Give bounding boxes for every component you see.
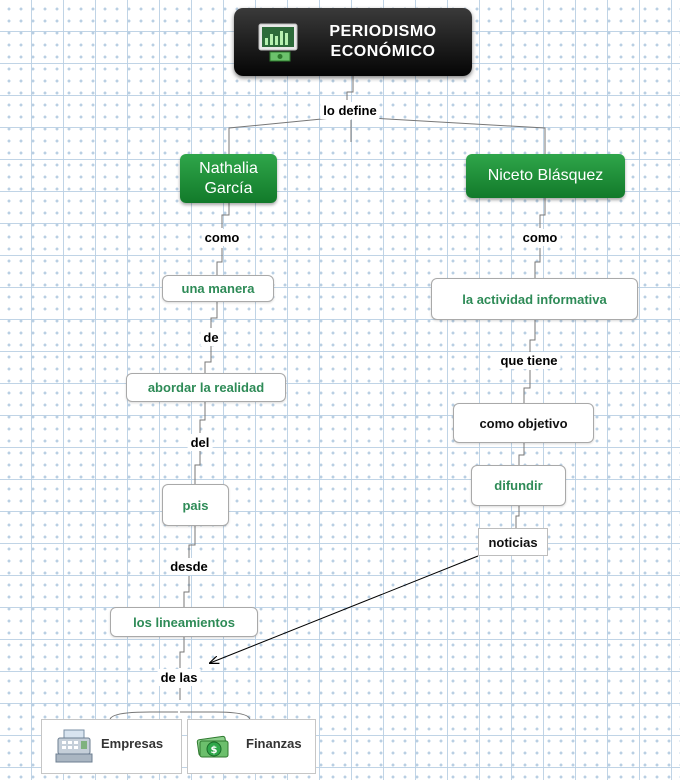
node-abordar-la-realidad[interactable]: abordar la realidad [126,373,286,402]
node-actividad-informativa[interactable]: la actividad informativa [431,278,638,320]
link-que-tiene: que tiene [497,352,561,369]
node-noticias[interactable]: noticias [478,528,548,556]
node-los-lineamientos-label: los lineamientos [133,614,235,630]
node-abordar-label: abordar la realidad [147,380,265,395]
money-icon: $ [196,735,229,758]
node-difundir[interactable]: difundir [471,465,566,506]
node-actividad-label: la actividad informativa [462,291,607,307]
node-los-lineamientos[interactable]: los lineamientos [110,607,258,637]
leaf-empresas[interactable]: Empresas [41,719,182,774]
cash-register-icon [55,729,93,763]
link-lo-define: lo define [320,102,380,119]
node-como-objetivo-label: como objetivo [479,415,568,431]
link-del: del [187,434,213,451]
leaf-finanzas[interactable]: $ Finanzas [187,719,316,774]
svg-text:$: $ [211,745,218,756]
link-como-right: como [519,229,561,246]
leaf-empresas-label: Empresas [101,736,164,751]
leaf-finanzas-label: Finanzas [246,736,302,751]
link-desde: desde [167,558,211,575]
link-como-left: como [201,229,243,246]
node-como-objetivo[interactable]: como objetivo [453,403,594,443]
chart-monitor-icon [258,23,298,62]
node-una-manera-label: una manera [181,281,255,296]
node-noticias-label: noticias [488,534,538,550]
node-una-manera[interactable]: una manera [162,275,274,302]
node-niceto-blasquez[interactable]: Niceto Blásquez [466,154,625,198]
link-de: de [200,329,222,346]
node-niceto-blasquez-label: Niceto Blásquez [487,167,604,184]
arrow-noticias-to-de-las [210,555,479,663]
link-de-las: de las [157,669,201,686]
node-pais-label: pais [182,497,209,513]
node-difundir-label: difundir [494,478,543,493]
node-pais[interactable]: pais [162,484,229,526]
